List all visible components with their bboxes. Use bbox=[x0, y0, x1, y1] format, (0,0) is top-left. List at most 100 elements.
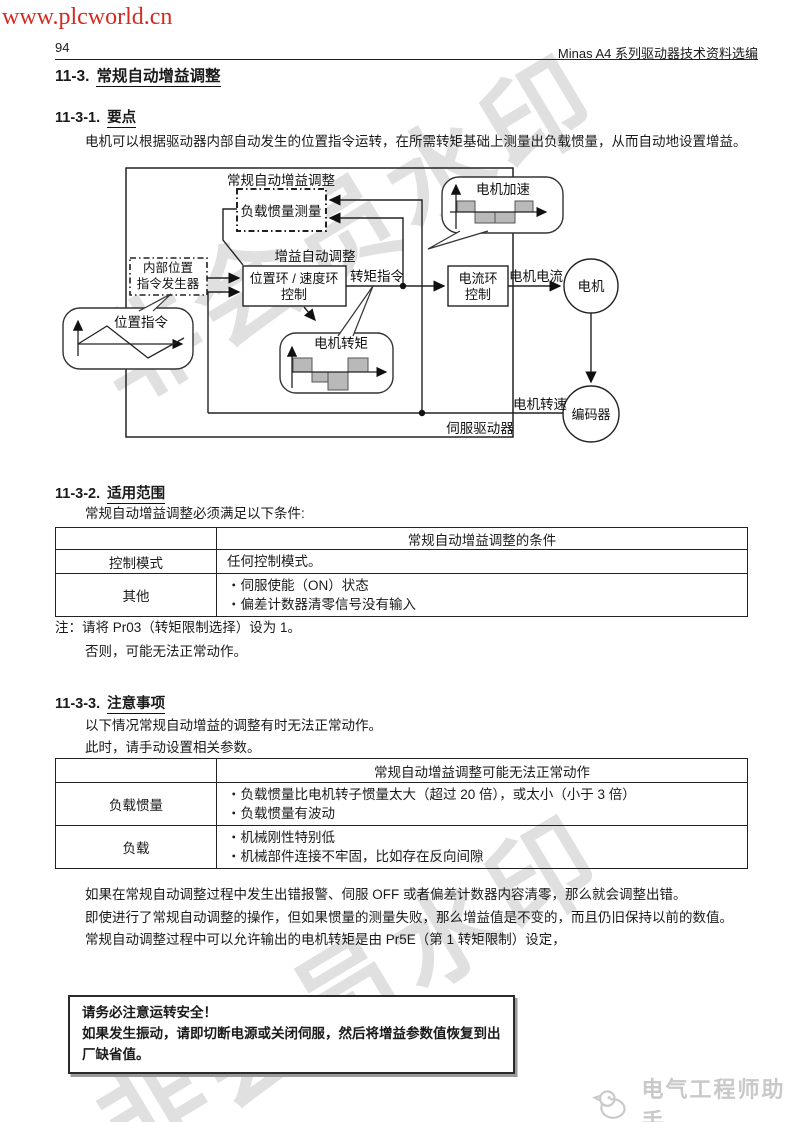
bird-logo-icon bbox=[592, 1090, 626, 1119]
cautions-paragraphs: 如果在常规自动调整过程中发生出错报警、伺服 OFF 或者偏差计数器内容清零，那么… bbox=[85, 884, 753, 952]
label-position-command-balloon: 位置指令 bbox=[114, 315, 168, 330]
torque-step bbox=[327, 371, 349, 391]
encoder-circle bbox=[562, 385, 620, 443]
motor-torque-balloon bbox=[279, 332, 394, 394]
subsection-title-scope: 11-3-2. 适用范围 bbox=[55, 482, 166, 504]
scope-intro: 常规自动增益调整必须满足以下条件: bbox=[85, 506, 305, 521]
subsection-label: 注意事项 bbox=[107, 696, 166, 714]
label-encoder: 编码器 bbox=[571, 407, 610, 422]
row-label: 负载 bbox=[55, 825, 217, 869]
keypoints-paragraph: 电机可以根据驱动器内部自动发生的位置指令运转，在所需转矩基础上测量出负载惯量，从… bbox=[85, 134, 747, 149]
paragraph: 常规自动调整过程中可以允许输出的电机转矩是由 Pr5E（第 1 转矩限制）设定， bbox=[85, 932, 566, 947]
position-command-balloon bbox=[62, 307, 194, 370]
warning-line-2: 如果发生振动，请即切断电源或关闭伺服，然后将增益参数值恢复到出厂缺省值。 bbox=[82, 1026, 501, 1062]
current-loop-box bbox=[447, 265, 509, 307]
table-row: 其他 ・伺服使能（ON）状态 ・偏差计数器清零信号没有输入 bbox=[55, 573, 748, 617]
label-servo-driver: 伺服驱动器 bbox=[446, 421, 514, 436]
row-line: ・偏差计数器清零信号没有输入 bbox=[227, 597, 416, 612]
row-line: ・伺服使能（ON）状态 bbox=[227, 578, 369, 593]
safety-warning-box: 请务必注意运转安全！ 如果发生振动，请即切断电源或关闭伺服，然后将增益参数值恢复… bbox=[68, 995, 515, 1074]
table-row: 负载惯量 ・负载惯量比电机转子惯量太大（超过 20 倍），或太小（小于 3 倍）… bbox=[55, 782, 748, 826]
row-line: 任何控制模式。 bbox=[227, 554, 322, 569]
balloon-tail bbox=[337, 285, 374, 337]
row-line: ・机械部件连接不牢固，比如存在反向间隙 bbox=[227, 849, 484, 864]
caption-auto-gain: 常规自动增益调整 bbox=[227, 173, 335, 188]
label-loop-line2: 控制 bbox=[281, 287, 307, 302]
label-motor-accel-balloon: 电机加速 bbox=[476, 182, 530, 197]
section-title: 11-3. 常规自动增益调整 bbox=[55, 64, 221, 87]
row-line: ・负载惯量比电机转子惯量太大（超过 20 倍），或太小（小于 3 倍） bbox=[227, 787, 636, 802]
scope-note-2: 否则，可能无法正常动作。 bbox=[85, 644, 247, 659]
header-rule bbox=[55, 59, 758, 60]
subsection-label: 要点 bbox=[107, 110, 137, 128]
label-motor-torque-balloon: 电机转矩 bbox=[314, 336, 368, 351]
line-feedback-to-loop bbox=[207, 286, 241, 413]
subsection-number: 11-3-3. bbox=[55, 696, 101, 712]
subsection-title-keypoints: 11-3-1. 要点 bbox=[55, 106, 137, 128]
header-cell-empty bbox=[55, 527, 217, 550]
caption-gain-auto-adjust: 增益自动调整 bbox=[275, 249, 356, 264]
footer-brand-text: 电气工程师助手 bbox=[641, 1077, 786, 1122]
label-current-loop-line2: 控制 bbox=[465, 287, 491, 302]
footer-brand: 电气工程师助手 bbox=[592, 1072, 793, 1122]
label-loop-line1: 位置环 / 速度环 bbox=[250, 271, 339, 286]
servo-driver-boundary bbox=[125, 167, 514, 438]
header-cell-empty bbox=[55, 758, 217, 783]
load-inertia-measure-box bbox=[236, 188, 327, 232]
auto-gain-block-diagram: 常规自动增益调整 负载惯量测量 增益自动调整 内部位置 指令发生器 位置环 / … bbox=[62, 167, 620, 443]
torque-step bbox=[347, 357, 369, 373]
line-speed-to-measure bbox=[328, 194, 423, 413]
balloon-tail bbox=[138, 293, 172, 312]
accel-step bbox=[514, 200, 534, 213]
label-motor-current: 电机电流 bbox=[509, 269, 563, 284]
section-label: 常规自动增益调整 bbox=[96, 68, 221, 87]
accel-step bbox=[456, 200, 476, 213]
motor-circle bbox=[563, 258, 619, 314]
document-title: Minas A4 系列驱动器技术资料选编 bbox=[557, 46, 758, 61]
table-header-row: 常规自动增益调整的条件 bbox=[55, 527, 748, 550]
accel-step bbox=[494, 211, 516, 224]
label-load-inertia-measure: 负载惯量测量 bbox=[241, 203, 322, 219]
table-row: 控制模式 任何控制模式。 bbox=[55, 549, 748, 574]
row-label: 负载惯量 bbox=[55, 782, 217, 826]
page-number: 94 bbox=[55, 40, 70, 55]
arrow-loop-output bbox=[303, 306, 316, 322]
torque-step bbox=[292, 357, 313, 373]
subsection-label: 适用范围 bbox=[107, 486, 166, 504]
header-cell-title: 常规自动增益调整可能无法正常动作 bbox=[216, 758, 748, 783]
subsection-number: 11-3-2. bbox=[55, 486, 101, 502]
table-header-row: 常规自动增益调整可能无法正常动作 bbox=[55, 758, 748, 783]
paragraph: 即使进行了常规自动调整的操作，但如果惯量的测量失败，那么增益值是不变的，而且仍旧… bbox=[85, 909, 733, 925]
table-row: 负载 ・机械刚性特别低 ・机械部件连接不牢固，比如存在反向间隙 bbox=[55, 825, 748, 869]
header-cell-title: 常规自动增益调整的条件 bbox=[216, 527, 748, 550]
line-torque-to-measure bbox=[328, 212, 404, 286]
junction-dot-torque bbox=[399, 282, 407, 290]
label-generator-line2: 指令发生器 bbox=[137, 276, 200, 291]
line-measure-to-gain bbox=[222, 208, 244, 266]
label-torque-command: 转矩指令 bbox=[350, 269, 404, 284]
label-motor-speed: 电机转速 bbox=[513, 397, 567, 412]
label-generator-line1: 内部位置 bbox=[143, 260, 193, 275]
row-label: 控制模式 bbox=[55, 549, 217, 574]
cautions-intro-2: 此时，请手动设置相关参数。 bbox=[85, 740, 261, 755]
warning-line-1: 请务必注意运转安全！ bbox=[82, 1005, 217, 1020]
section-number: 11-3. bbox=[55, 68, 90, 85]
junction-dot-speed bbox=[418, 409, 426, 417]
position-speed-loop-box bbox=[242, 265, 347, 307]
cautions-table: 常规自动增益调整可能无法正常动作 负载惯量 ・负载惯量比电机转子惯量太大（超过 … bbox=[55, 758, 748, 869]
scope-note-1: 注：请将 Pr03（转矩限制选择）设为 1。 bbox=[55, 620, 302, 635]
site-url: www.plcworld.cn bbox=[2, 4, 173, 30]
row-line: ・负载惯量有波动 bbox=[227, 806, 335, 821]
torque-step bbox=[311, 371, 329, 383]
accel-step bbox=[474, 211, 496, 224]
balloon-tail bbox=[427, 230, 489, 250]
label-motor: 电机 bbox=[578, 279, 606, 294]
subsection-number: 11-3-1. bbox=[55, 110, 101, 126]
row-label: 其他 bbox=[55, 573, 217, 617]
label-current-loop-line1: 电流环 bbox=[458, 271, 497, 286]
internal-position-generator-box bbox=[129, 257, 208, 296]
row-line: ・机械刚性特别低 bbox=[227, 830, 335, 845]
paragraph: 如果在常规自动调整过程中发生出错报警、伺服 OFF 或者偏差计数器内容清零，那么… bbox=[85, 887, 687, 902]
cautions-intro-1: 以下情况常规自动增益的调整有时无法正常动作。 bbox=[85, 718, 382, 733]
